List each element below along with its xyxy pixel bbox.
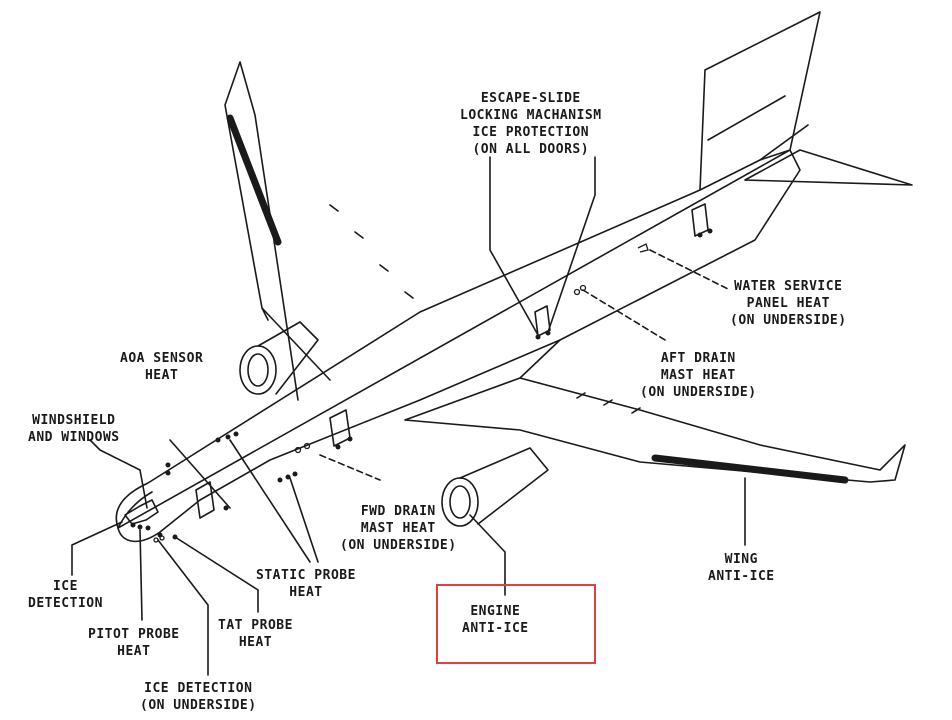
nose-cone bbox=[117, 491, 153, 529]
overwing-exit bbox=[534, 305, 551, 337]
leader-water-service bbox=[649, 249, 731, 291]
label-tat-probe: TAT PROBE HEAT bbox=[218, 618, 293, 650]
label-fwd-drain: FWD DRAIN MAST HEAT (ON UNDERSIDE) bbox=[340, 504, 457, 553]
mid-door bbox=[329, 409, 351, 447]
right-wing bbox=[404, 377, 906, 483]
aft-door bbox=[691, 203, 709, 237]
cockpit-windows bbox=[124, 499, 159, 525]
label-wing-anti-ice: WING ANTI-ICE bbox=[708, 552, 775, 584]
left-wing bbox=[224, 61, 299, 401]
leader-static-probe bbox=[229, 439, 319, 563]
leader-ice-detection bbox=[71, 521, 123, 576]
leader-windshield bbox=[89, 439, 148, 509]
label-static-probe: STATIC PROBE HEAT bbox=[256, 568, 356, 600]
right-wing-anti-ice-strip bbox=[651, 454, 849, 484]
horizontal-stabilizer bbox=[744, 124, 913, 186]
left-wing-anti-ice-strip bbox=[226, 114, 282, 246]
fuselage-outline bbox=[115, 149, 801, 543]
leader-escape-slide bbox=[489, 156, 596, 336]
leader-tat bbox=[174, 536, 259, 613]
engine-anti-ice-highlight-box bbox=[436, 584, 596, 664]
vertical-stabilizer bbox=[699, 11, 821, 191]
label-aoa-sensor: AOA SENSOR HEAT bbox=[120, 351, 204, 383]
label-aft-drain: AFT DRAIN MAST HEAT (ON UNDERSIDE) bbox=[640, 351, 757, 400]
leader-ice-detection-underside bbox=[157, 539, 209, 676]
label-ice-detection-underside: ICE DETECTION (ON UNDERSIDE) bbox=[140, 681, 257, 713]
label-escape-slide: ESCAPE-SLIDE LOCKING MACHANISM ICE PROTE… bbox=[460, 91, 602, 157]
leader-aoa bbox=[169, 439, 231, 509]
label-ice-detection: ICE DETECTION bbox=[28, 579, 103, 611]
label-water-service: WATER SERVICE PANEL HEAT (ON UNDERSIDE) bbox=[730, 279, 847, 328]
leader-fwd-drain bbox=[319, 454, 381, 481]
label-pitot-probe: PITOT PROBE HEAT bbox=[88, 627, 180, 659]
label-windshield: WINDSHIELD AND WINDOWS bbox=[28, 413, 120, 445]
leader-engine bbox=[469, 514, 506, 596]
leader-pitot bbox=[139, 529, 143, 621]
label-engine-anti-ice: ENGINE ANTI-ICE bbox=[462, 604, 529, 636]
forward-door bbox=[195, 481, 215, 519]
leader-aft-drain bbox=[582, 289, 666, 341]
